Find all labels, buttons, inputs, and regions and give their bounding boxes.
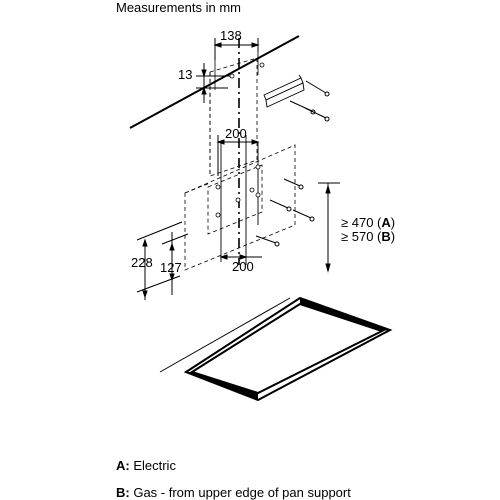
screw-holes-lower <box>215 164 261 218</box>
upper-bracket-outline <box>209 57 258 177</box>
screw-holes-upper <box>229 62 265 79</box>
dimension-200-center <box>216 135 260 176</box>
dim-top-width: 138 <box>220 28 242 43</box>
cooktop-panel <box>186 298 390 400</box>
dim-bottom-width: 200 <box>232 259 254 274</box>
dimension-13 <box>196 63 232 103</box>
lower-mount-plate <box>207 164 263 235</box>
dimension-clearance <box>318 182 340 273</box>
dimension-138 <box>213 38 260 60</box>
lower-housing-outline <box>184 144 296 271</box>
upper-screws <box>289 80 330 122</box>
dim-center-width: 200 <box>225 126 247 141</box>
legend-b: B: Gas - from upper edge of pan support <box>116 485 351 500</box>
vertical-guides <box>220 135 259 265</box>
dimension-200-bottom <box>219 254 262 260</box>
lower-screws <box>255 178 315 247</box>
upper-bracket-sides <box>214 50 259 90</box>
dim-clearance-a: ≥ 470 (A) <box>341 215 395 230</box>
dim-left-height: 228 <box>131 255 153 270</box>
dim-left-inner-height: 127 <box>160 260 182 275</box>
cooktop-outline <box>159 296 393 402</box>
dim-clearance-b: ≥ 570 (B) <box>341 229 395 244</box>
measurements-title: Measurements in mm <box>116 0 241 15</box>
dimension-127 <box>161 232 189 295</box>
ceiling-line <box>129 35 300 129</box>
upper-rail-bracket <box>263 74 305 108</box>
legend-a: A: Electric <box>116 458 176 473</box>
dim-top-offset: 13 <box>178 67 192 82</box>
